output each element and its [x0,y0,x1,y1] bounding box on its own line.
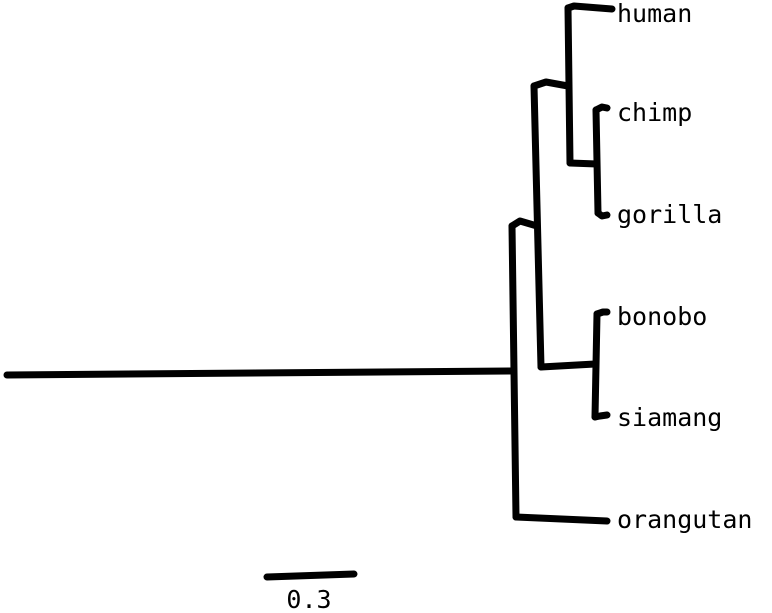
scale-bar-label: 0.3 [286,585,331,613]
bonobo-siamang-vertical [591,310,601,421]
tree-branches [3,2,616,525]
leaf-label-siamang: siamang [617,403,722,432]
branch-human-clade [530,78,572,90]
human-clade-vertical [564,4,574,167]
chimp-gorilla-vertical [592,106,602,217]
leaf-label-orangutan: orangutan [617,505,752,534]
branch-bonobo-siamang-node [537,360,599,371]
leaf-labels: human chimp gorilla bonobo siamang orang… [617,0,752,534]
root-node-vertical [508,222,520,521]
leaf-label-bonobo: bonobo [617,302,707,331]
inner-node-vertical [530,82,545,371]
scale-bar: 0.3 [263,570,358,613]
branch-human [564,2,616,13]
leaf-label-gorilla: gorilla [617,200,722,229]
branch-inner-node [508,217,541,230]
branch-orangutan [512,513,611,525]
root-branch [3,367,516,379]
scale-bar-line [263,570,358,581]
leaf-label-chimp: chimp [617,98,692,127]
leaf-label-human: human [617,0,692,28]
branch-siamang [591,411,611,421]
branch-bonobo [593,308,611,318]
branch-chimp-gorilla-node [566,159,601,168]
branch-chimp [592,103,611,114]
branch-gorilla [594,209,611,220]
